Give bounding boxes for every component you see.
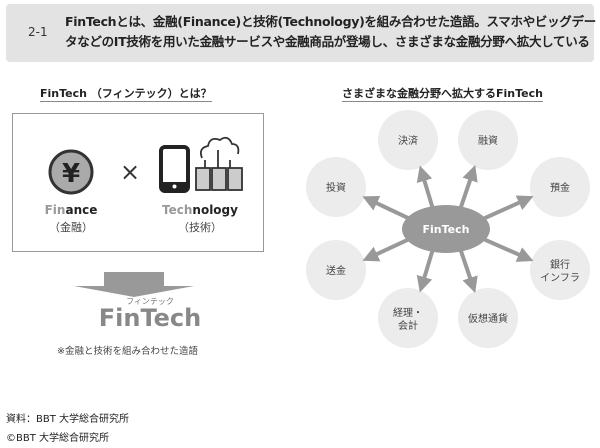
field-circle xyxy=(306,240,366,300)
left-heading: FinTech （フィンテック）とは？ xyxy=(40,87,212,102)
field-label: 預金 xyxy=(550,181,570,194)
center-label: FinTech xyxy=(423,223,470,236)
field-circle xyxy=(530,157,590,217)
fintech-wordmark: FinTech xyxy=(98,304,202,332)
yen-coin-icon: ¥ xyxy=(48,149,94,195)
right-heading: さまざまな金融分野へ拡大するFinTech xyxy=(342,87,543,102)
field-circle xyxy=(458,110,518,170)
title-line-2: タなどのIT技術を用いた金融サービスや金融商品が登場し、さまざまな金融分野へ拡大… xyxy=(65,34,590,49)
field-circle xyxy=(458,288,518,348)
concept-box xyxy=(12,113,264,252)
field-circle xyxy=(530,240,590,300)
field-label: 投資 xyxy=(326,181,346,194)
field-label: 送金 xyxy=(326,264,346,277)
copyright: ©BBT 大学総合研究所 xyxy=(6,433,110,444)
fintech-kana: フィンテック xyxy=(126,297,174,306)
field-label-line2: 会計 xyxy=(398,319,418,332)
technology-jp-label: （技術） xyxy=(178,221,222,234)
title-line-1: FinTechとは、金融(Finance)と技術(Technology)を組み合… xyxy=(65,14,596,29)
field-label-line2: インフラ xyxy=(540,272,580,284)
field-circle xyxy=(306,157,366,217)
smartphone-icon xyxy=(159,145,190,193)
field-label: 仮想通貨 xyxy=(468,312,508,325)
finance-jp-label: （金融） xyxy=(49,221,93,234)
cloud-servers-icon xyxy=(195,136,243,191)
arrow xyxy=(457,246,478,294)
arrow xyxy=(416,165,436,212)
field-label: 経理・ xyxy=(393,306,423,319)
finance-label: Finance xyxy=(44,203,98,217)
fintech-note: ※金融と技術を組み合わせた造語 xyxy=(57,346,198,357)
times-symbol: × xyxy=(120,158,140,186)
down-arrow xyxy=(74,272,194,297)
field-circle xyxy=(378,288,438,348)
arrow xyxy=(416,246,436,293)
source-note: 資料：BBT 大学総合研究所 xyxy=(6,414,130,425)
technology-label: Technology xyxy=(162,203,238,217)
svg-text:¥: ¥ xyxy=(62,159,80,189)
figure-number: 2-1 xyxy=(28,25,48,39)
figure-title: FinTechとは、金融(Finance)と技術(Technology)を組み合… xyxy=(65,12,596,52)
field-label: 決済 xyxy=(398,134,418,147)
field-label: 融資 xyxy=(478,135,498,147)
field-label: 銀行 xyxy=(550,258,570,271)
fintech-center-ellipse xyxy=(402,205,490,253)
arrow xyxy=(457,164,478,212)
field-circle xyxy=(378,110,438,170)
title-banner: 2-1 FinTechとは、金融(Finance)と技術(Technology)… xyxy=(6,4,596,62)
